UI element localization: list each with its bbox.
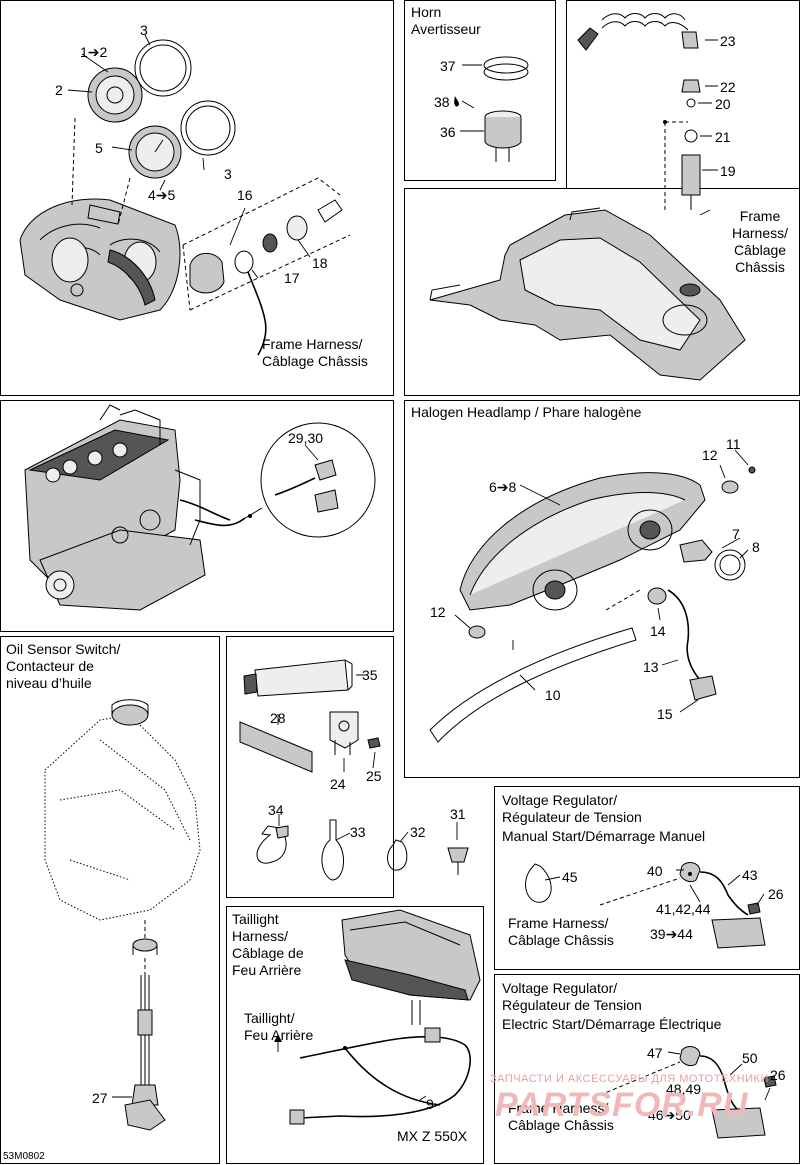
label-39-44: 39➔44 <box>650 926 693 942</box>
label-46-50: 46➔50 <box>648 1107 691 1123</box>
label-18: 18 <box>312 255 328 271</box>
panel-oil <box>0 636 220 1164</box>
panel-gauges <box>0 0 394 396</box>
oil-title: Oil Sensor Switch/ Contacteur de niveau … <box>6 641 121 691</box>
label-17: 17 <box>284 270 300 286</box>
vr-manual-subtitle: Manual Start/Démarrage Manuel <box>502 828 706 844</box>
vr-electric-title: Voltage Regulator/ Régulateur de Tension <box>502 980 642 1013</box>
label-35: 35 <box>362 667 378 683</box>
taillight-title: Taillight Harness/ Câblage de Feu Arrièr… <box>232 911 304 978</box>
label-22: 22 <box>720 79 736 95</box>
label-12-bottom: 12 <box>430 604 446 620</box>
label-27: 27 <box>92 1090 108 1106</box>
label-13: 13 <box>643 659 659 675</box>
panel-horn <box>404 0 556 181</box>
label-21: 21 <box>715 129 731 145</box>
reference-code: 53M0802 <box>3 1151 45 1162</box>
headlamp-title: Halogen Headlamp / Phare halogène <box>411 404 642 420</box>
vr-manual-title: Voltage Regulator/ Régulateur de Tension <box>502 792 642 825</box>
label-40: 40 <box>647 863 663 879</box>
label-4-5: 4➔5 <box>148 187 176 203</box>
label-5: 5 <box>95 140 103 156</box>
label-26-electric: 26 <box>770 1067 786 1083</box>
label-33: 33 <box>350 824 366 840</box>
label-32: 32 <box>410 824 426 840</box>
label-10: 10 <box>545 687 561 703</box>
label-48-49: 48,49 <box>666 1081 702 1097</box>
label-2: 2 <box>55 82 63 98</box>
label-23: 23 <box>720 33 736 49</box>
label-12-top: 12 <box>702 447 718 463</box>
label-50: 50 <box>742 1050 758 1066</box>
label-11: 11 <box>726 436 741 452</box>
label-9: 9 <box>426 1096 434 1112</box>
label-29-30: 29,30 <box>288 430 324 446</box>
label-3-top: 3 <box>140 22 148 38</box>
label-31: 31 <box>450 806 466 822</box>
label-1-2: 1➔2 <box>80 44 108 60</box>
label-15: 15 <box>657 706 673 722</box>
horn-title: Horn Avertisseur <box>411 4 481 37</box>
label-28: 28 <box>270 710 286 726</box>
label-43: 43 <box>742 867 758 883</box>
vr-manual-harness: Frame Harness/ Câblage Châssis <box>508 915 614 948</box>
gauges-harness-label: Frame Harness/ Câblage Châssis <box>262 336 368 369</box>
label-26-manual: 26 <box>768 886 784 902</box>
label-14: 14 <box>650 623 666 639</box>
vr-electric-harness: Frame Harness/ Câblage Châssis <box>508 1100 614 1133</box>
taillight-feu-label: Taillight/ Feu Arrière <box>244 1010 314 1043</box>
label-36: 36 <box>440 124 456 140</box>
watermark-big: PARTSFOR.RU <box>495 1086 749 1124</box>
label-6-8: 6➔8 <box>489 479 517 495</box>
label-8: 8 <box>752 539 760 555</box>
label-41-42-44: 41,42,44 <box>656 901 711 917</box>
label-47: 47 <box>647 1045 663 1061</box>
label-45: 45 <box>562 869 578 885</box>
label-25: 25 <box>366 768 382 784</box>
taillight-model: MX Z 550X <box>397 1128 468 1144</box>
label-7: 7 <box>732 526 740 542</box>
label-19: 19 <box>720 163 736 179</box>
label-20: 20 <box>715 96 731 112</box>
label-37: 37 <box>440 58 456 74</box>
label-3-lower: 3 <box>224 166 232 182</box>
vr-electric-subtitle: Electric Start/Démarrage Électrique <box>502 1016 722 1032</box>
tank-harness-label: Frame Harness/ Câblage Châssis <box>732 208 789 275</box>
label-16: 16 <box>237 187 253 203</box>
label-24: 24 <box>330 776 346 792</box>
panel-vr-manual <box>494 786 800 970</box>
watermark-small: ЗАПЧАСТИ И АКСЕССУАРЫ ДЛЯ МОТОТЕХНИКИ <box>490 1073 769 1085</box>
label-34: 34 <box>268 802 284 818</box>
label-38: 38 <box>434 94 450 110</box>
